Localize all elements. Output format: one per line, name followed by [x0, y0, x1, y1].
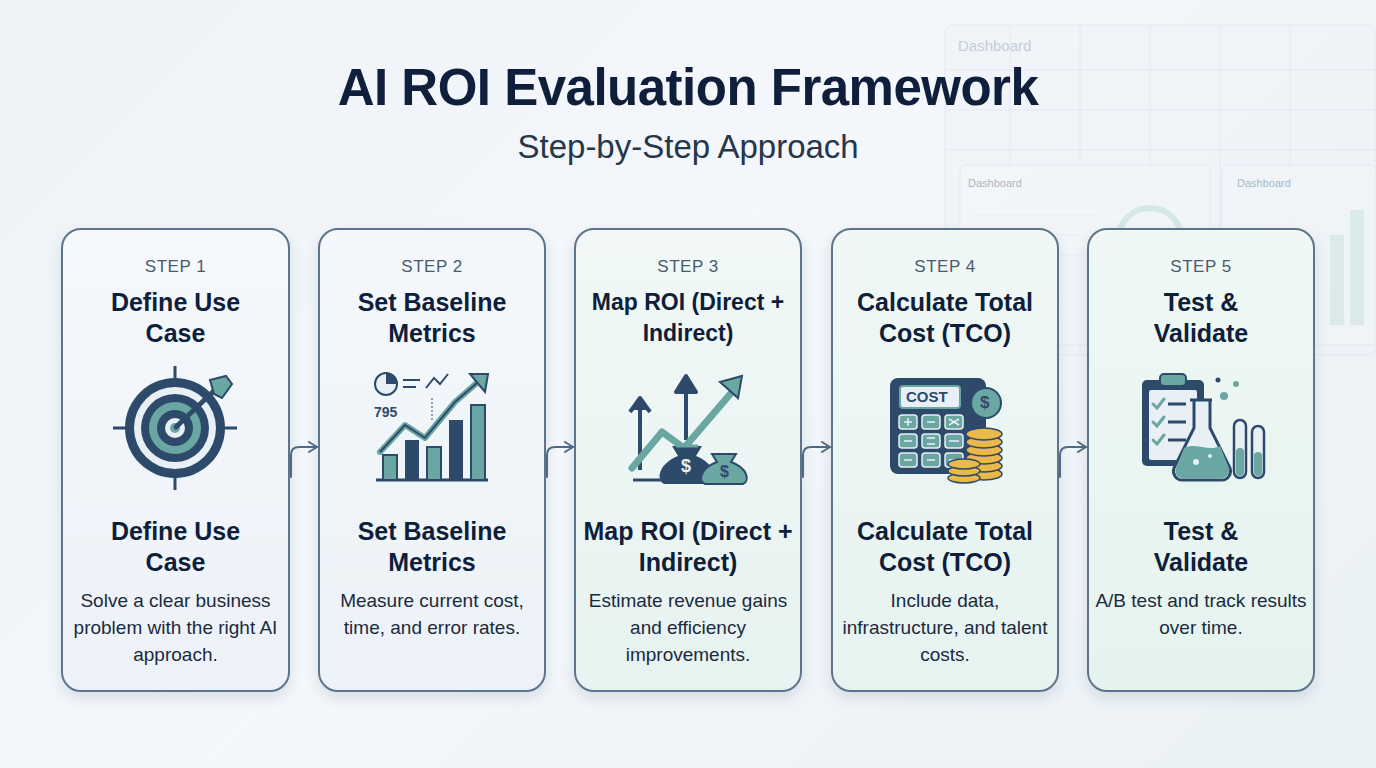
card-heading: Map ROI (Direct + Indirect)	[581, 287, 796, 349]
roi-icon	[630, 376, 747, 484]
flow-arrow	[803, 447, 830, 477]
test-icon	[1142, 374, 1264, 480]
watermark: Dashboard	[1237, 177, 1291, 189]
card-description: Estimate revenue gains and efficiency im…	[582, 587, 794, 668]
step-number: STEP 2	[320, 257, 544, 277]
diagram-title: AI ROI Evaluation Framework	[0, 58, 1376, 117]
step-number: STEP 1	[63, 257, 288, 277]
chart-icon	[375, 373, 488, 480]
flow-arrow	[547, 447, 573, 477]
card-description: Include data, infrastructure, and talent…	[839, 587, 1051, 668]
step-card: STEP 5Test & ValidateTest & ValidateA/B …	[1087, 228, 1315, 692]
card-description: Solve a clear business problem with the …	[70, 587, 282, 668]
card-heading: Calculate Total Cost (TCO)	[843, 287, 1048, 349]
card-description: Measure current cost, time, and error ra…	[326, 587, 538, 641]
watermark: Dashboard	[968, 177, 1022, 189]
card-description: A/B test and track results over time.	[1095, 587, 1307, 641]
target-icon	[113, 366, 237, 490]
card-heading: Test & Validate	[1126, 287, 1276, 349]
card-heading: Define Use Case	[101, 516, 251, 578]
card-heading: Set Baseline Metrics	[347, 287, 517, 349]
card-heading: Calculate Total Cost (TCO)	[843, 516, 1048, 578]
card-heading: Test & Validate	[1126, 516, 1276, 578]
step-number: STEP 5	[1089, 257, 1313, 277]
calculator-icon	[890, 378, 1002, 483]
flow-arrow	[1060, 447, 1086, 477]
card-heading: Set Baseline Metrics	[347, 516, 517, 578]
step-card: STEP 1Define Use CaseDefine Use CaseSolv…	[61, 228, 290, 692]
flow-arrow	[291, 447, 317, 477]
card-heading: Map ROI (Direct + Indirect)	[581, 516, 796, 578]
step-number: STEP 4	[833, 257, 1057, 277]
step-card: STEP 4 Calculate Total Cost (TCO) Calculat…	[831, 228, 1059, 692]
step-card: STEP 2Set Baseline MetricsSet Baseline M…	[318, 228, 546, 692]
watermark: Dashboard	[958, 37, 1031, 54]
step-card: STEP 3 Map ROI (Direct + Indirect) Map ROI…	[574, 228, 802, 692]
step-number: STEP 3	[576, 257, 800, 277]
card-heading: Define Use Case	[101, 287, 251, 349]
subtitle: Step-by-Step Approach	[518, 128, 859, 166]
